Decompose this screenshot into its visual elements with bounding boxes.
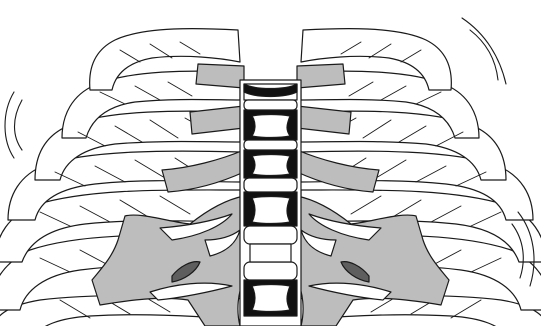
motion-arcs-right-upper <box>462 18 506 84</box>
sternum-column <box>240 80 301 326</box>
motion-arcs-left-upper <box>5 92 22 158</box>
left-cartilage-1 <box>196 64 244 88</box>
right-cartilage-1 <box>297 64 345 88</box>
vertebra-mid <box>250 244 291 262</box>
vertebra-2 <box>244 110 297 140</box>
vertebra-5 <box>244 280 297 316</box>
vertebra-1 <box>244 84 297 100</box>
vertebra-4 <box>244 192 297 226</box>
vertebra-3 <box>244 150 297 178</box>
